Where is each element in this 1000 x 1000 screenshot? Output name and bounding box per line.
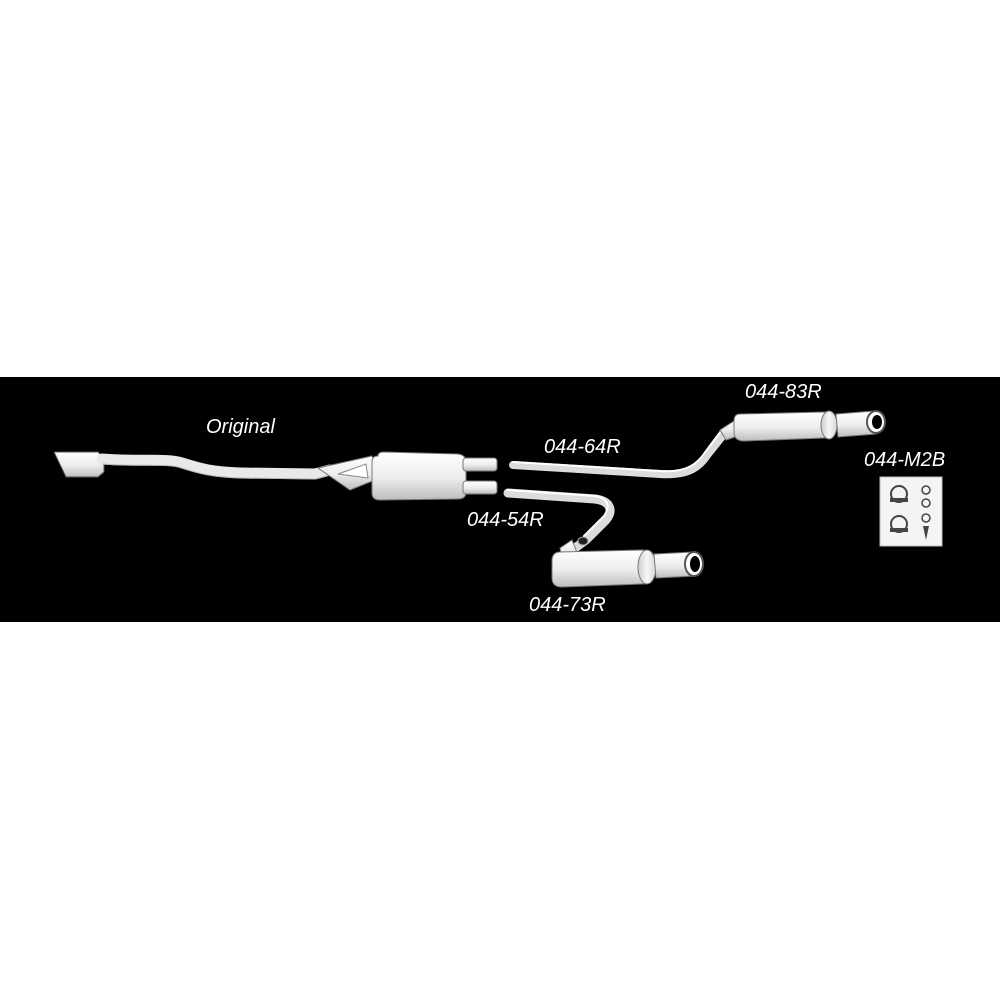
mount-kit-044-m2b: [879, 476, 943, 547]
mount-kit-box: [879, 476, 943, 547]
label-pipe-044-64r: 044-64R: [544, 436, 621, 458]
washer-icon: [921, 513, 931, 523]
original-inlet-flange: [53, 451, 105, 478]
pipe-044-54r: [503, 488, 615, 553]
nut-icon: [921, 498, 931, 508]
muffler-044-73r: [551, 539, 704, 588]
label-mount-kit-044-m2b: 044-M2B: [864, 449, 945, 471]
muffler-044-83r: [719, 410, 886, 442]
label-pipe-044-54r: 044-54R: [467, 509, 544, 531]
nut-icon: [921, 485, 931, 495]
original-outlet-lower: [462, 480, 498, 495]
label-muffler-044-73r: 044-73R: [529, 594, 606, 616]
original-section: [53, 451, 498, 501]
pipe-044-64r: [509, 430, 728, 479]
original-outlet-upper: [462, 457, 498, 472]
label-muffler-044-83r: 044-83R: [745, 381, 822, 403]
original-main-pipe: [96, 453, 336, 480]
bolt-icon: [923, 526, 929, 540]
label-original: Original: [206, 416, 275, 438]
muffler-lower-body: [551, 549, 653, 588]
original-center-muffler: [371, 451, 467, 501]
muffler-upper-body: [733, 411, 835, 442]
